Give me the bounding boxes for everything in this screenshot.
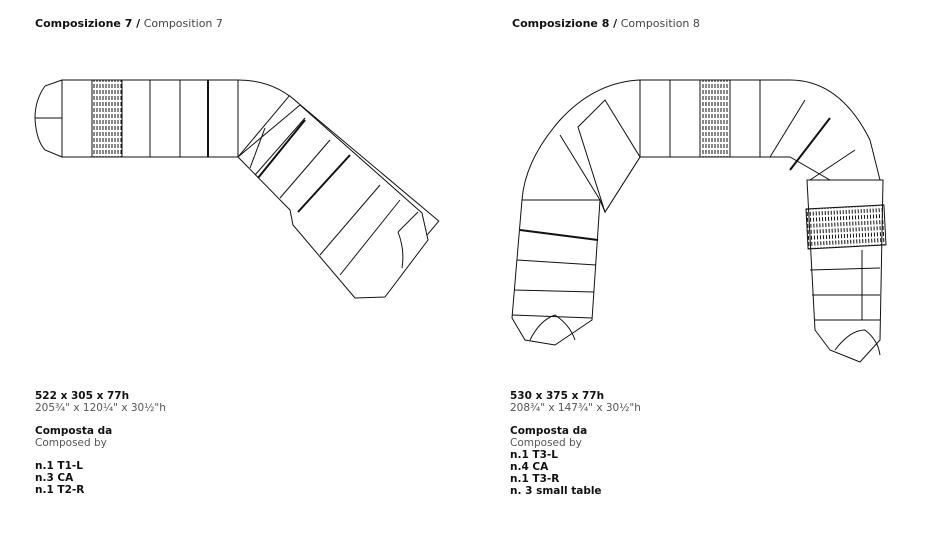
composition-7-drawing xyxy=(34,79,440,299)
composition-8-info: 530 x 375 x 77h 208¾" x 147¾" x 30½"h Co… xyxy=(510,390,641,497)
part: n.3 CA xyxy=(35,472,74,484)
title-it: Composizione 8 / xyxy=(512,17,618,30)
composition-8-drawing xyxy=(511,79,887,363)
composed-it: Composta da xyxy=(35,425,113,437)
composed-it: Composta da xyxy=(510,425,588,437)
composed-en: Composed by xyxy=(35,437,107,449)
title-en: Composition 8 xyxy=(620,17,700,30)
dimensions-in: 205¾" x 120¼" x 30½"h xyxy=(35,402,166,414)
part: n.1 T3-L xyxy=(510,449,558,461)
part: n.1 T2-R xyxy=(35,484,85,496)
composition-7-info: 522 x 305 x 77h 205¾" x 120¼" x 30½"h Co… xyxy=(35,390,166,496)
part: n.4 CA xyxy=(510,461,549,473)
dimensions-cm: 530 x 375 x 77h xyxy=(510,390,605,402)
title-en: Composition 7 xyxy=(143,17,223,30)
title-it: Composizione 7 / xyxy=(35,17,141,30)
composition-8-title: Composizione 8 / Composition 8 xyxy=(512,17,700,30)
part: n.1 T3-R xyxy=(510,473,560,485)
dimensions-cm: 522 x 305 x 77h xyxy=(35,390,130,402)
composed-en: Composed by xyxy=(510,437,582,449)
dimensions-in: 208¾" x 147¾" x 30½"h xyxy=(510,402,641,414)
part: n. 3 small table xyxy=(510,485,602,497)
part: n.1 T1-L xyxy=(35,460,83,472)
composition-7-title: Composizione 7 / Composition 7 xyxy=(35,17,223,30)
